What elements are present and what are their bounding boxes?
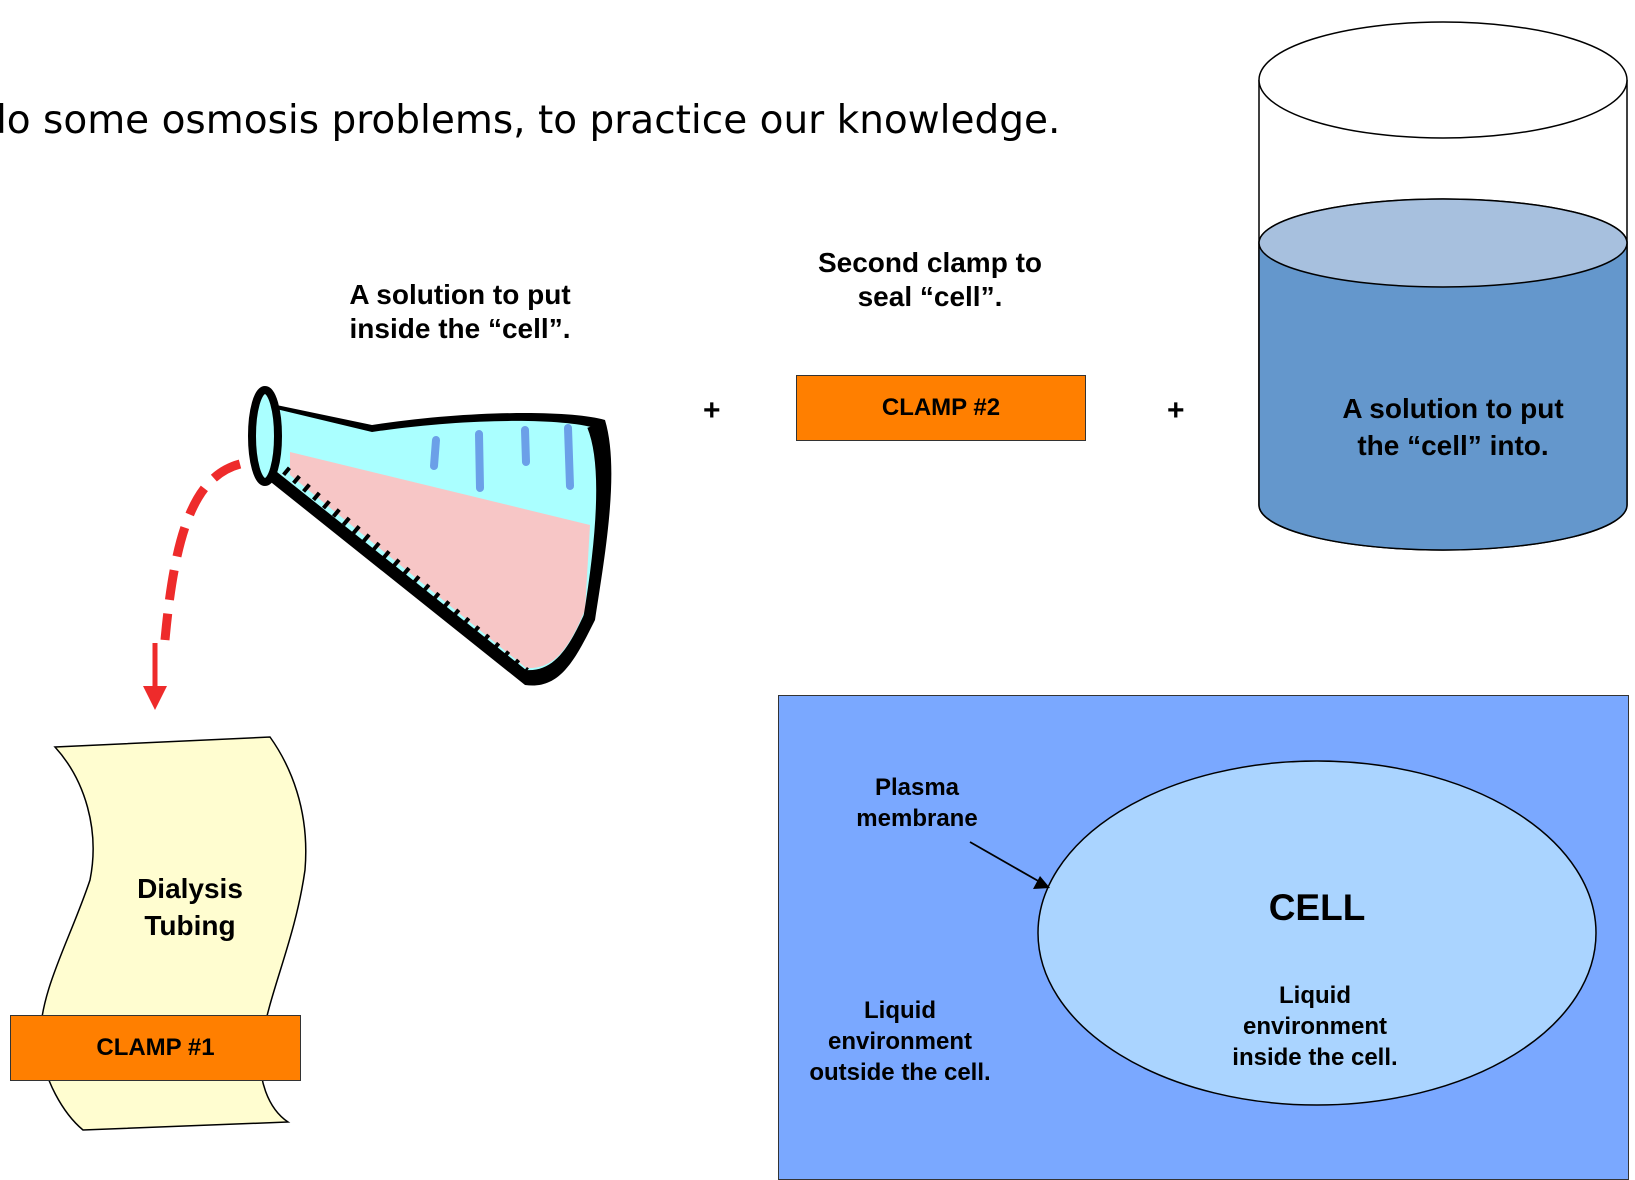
cell-environment-box bbox=[778, 695, 1629, 1180]
flask-label: A solution to put inside the “cell”. bbox=[349, 279, 571, 344]
tubing-label: Dialysis Tubing bbox=[137, 873, 243, 941]
clamp-2: CLAMP #2 bbox=[796, 375, 1086, 441]
clamp-1: CLAMP #1 bbox=[10, 1015, 301, 1081]
beaker-label: A solution to put the “cell” into. bbox=[1342, 393, 1564, 461]
second-clamp-label: Second clamp to seal “cell”. bbox=[817, 247, 1043, 312]
flask-icon bbox=[248, 386, 612, 686]
plus-sign-2: + bbox=[1167, 394, 1185, 427]
intro-text: do some osmosis problems, to practice ou… bbox=[0, 98, 1061, 143]
outside-environment-label: Liquid environment outside the cell. bbox=[809, 997, 991, 1086]
pour-arrow-icon bbox=[143, 459, 242, 710]
plus-sign-1: + bbox=[703, 394, 721, 427]
plasma-membrane-label: Plasma membrane bbox=[856, 774, 978, 832]
cell-title: CELL bbox=[1268, 887, 1366, 928]
inside-environment-label: Liquid environment inside the cell. bbox=[1232, 982, 1398, 1071]
beaker-icon bbox=[1258, 21, 1628, 551]
